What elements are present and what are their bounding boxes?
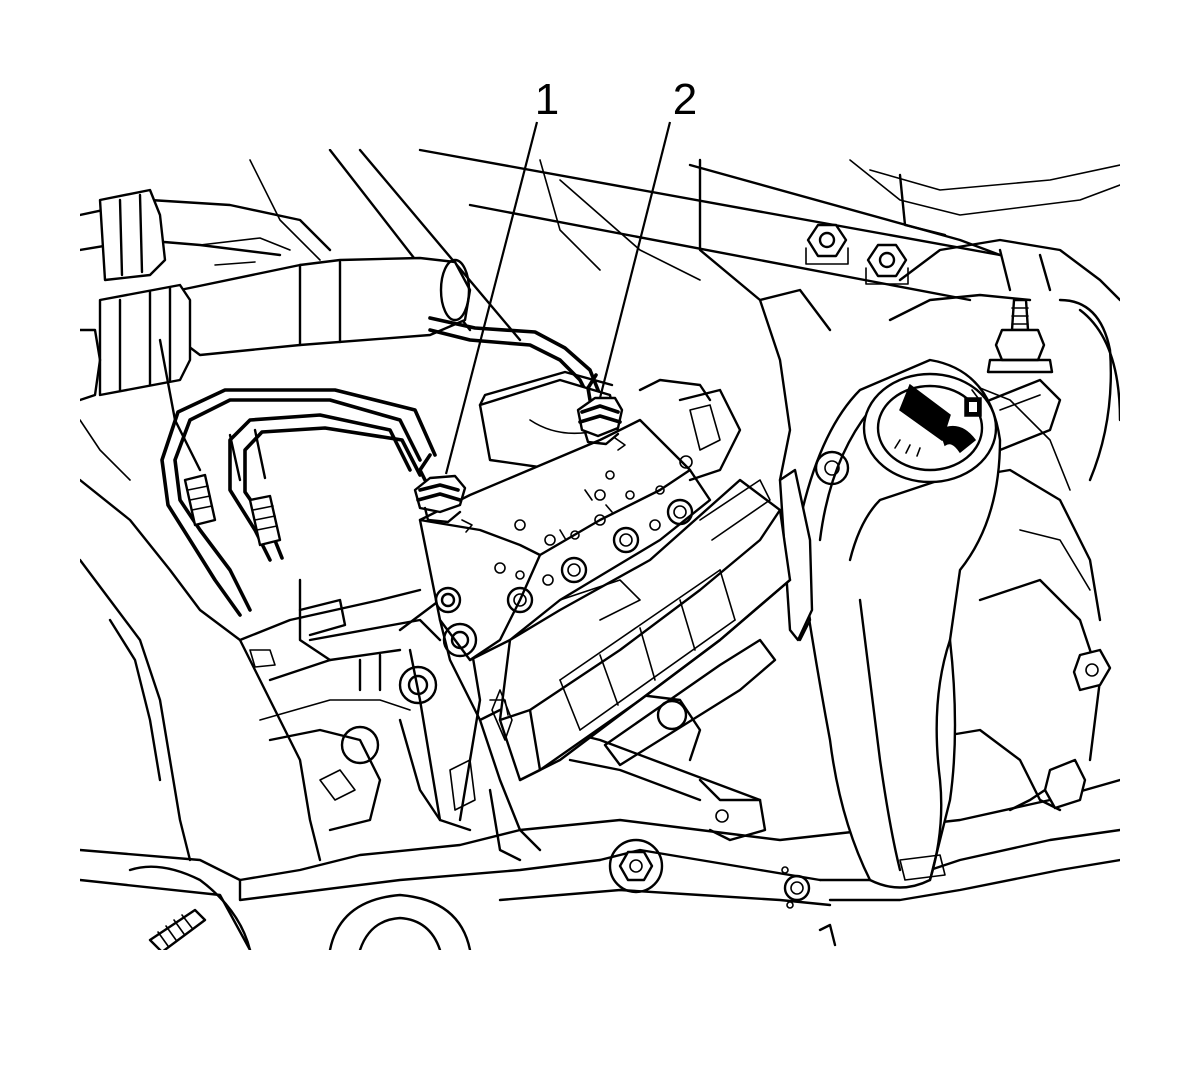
nut-bottom-center [608,838,664,894]
relay-bracket [638,378,742,482]
heater-hoses [80,188,472,472]
engine-bay-illustration [80,148,1120,950]
washer-pump [778,468,814,642]
strut-tower [888,238,1120,812]
brake-pipe-fitting-2 [576,373,624,446]
strut-stud [986,298,1054,374]
callout-1-label: 1 [535,75,559,124]
pipe-nut-left-b [248,494,282,547]
cowl-bolt-2 [865,243,909,285]
callout-2-leader [598,121,672,399]
brake-pipe-bundle [160,316,602,617]
stud-bottom-left [148,908,207,950]
callout-2-label: 2 [673,75,697,124]
left-fender-panel [80,419,442,862]
pipe-nut-left-a [183,473,217,527]
washer-symbol-icon [894,383,982,457]
clip-right-lower [1008,758,1087,812]
stud-right-middle [1072,648,1112,692]
callout-1-leader [444,121,539,475]
brake-pipe-fitting-1 [413,453,467,524]
upper-cowl-structure [249,148,1120,482]
abs-mounting-bracket [398,598,767,862]
stud-bottom-right [781,866,811,909]
washer-reservoir [778,358,1062,889]
cowl-bolt-1 [805,223,849,265]
radiator-support [80,778,1120,950]
